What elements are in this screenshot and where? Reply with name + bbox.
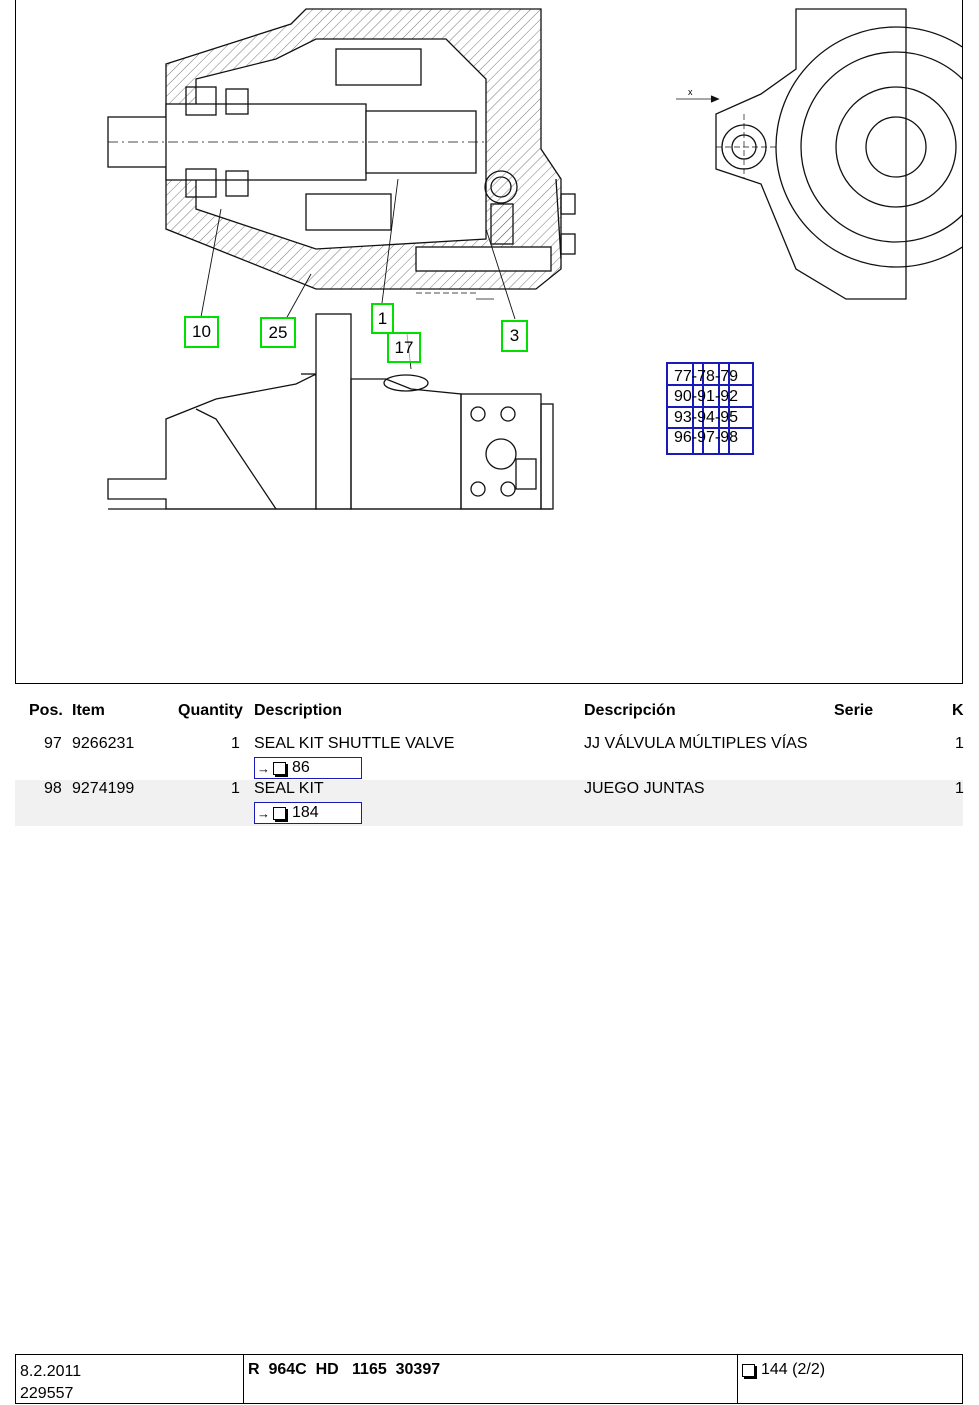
reference-grid[interactable]: 77-78-79 90-91-92 93-94-95 96-97-98 (666, 362, 754, 455)
row-pos: 98 (44, 780, 62, 797)
grid-row-3[interactable]: 93-94-95 (674, 409, 739, 426)
grid-row-4[interactable]: 96-97-98 (674, 429, 739, 446)
arrow-right-icon: → (257, 760, 270, 776)
exploded-view-drawing: x 10 25 1 17 3 77-78-79 90-91-92 93-94-9… (15, 0, 963, 684)
row-k: 1 (955, 780, 964, 797)
row-description: SEAL KIT (254, 780, 324, 797)
page-footer: 8.2.2011 229557 R 964C HD 1165 30397 144… (15, 1354, 963, 1404)
row-item: 9266231 (72, 735, 135, 752)
header-k: K (952, 702, 964, 719)
row-descripcion: JJ VÁLVULA MÚLTIPLES VÍAS (584, 735, 808, 752)
page-icon (273, 761, 286, 775)
footer-date: 8.2.2011 (20, 1363, 82, 1380)
header-serie: Serie (834, 702, 874, 719)
row-k: 1 (955, 735, 964, 752)
row-quantity: 1 (231, 780, 240, 797)
callout-25[interactable]: 25 (260, 317, 296, 348)
footer-date-block: 8.2.2011 229557 (16, 1355, 244, 1403)
callout-17[interactable]: 17 (387, 332, 421, 363)
table-row: 98 9274199 1 SEAL KIT JUEGO JUNTAS 1 → 1… (15, 780, 964, 826)
header-descripcion: Descripción (584, 702, 676, 719)
footer-doc-number: 229557 (20, 1385, 74, 1402)
page-icon (742, 1364, 755, 1377)
callout-10[interactable]: 10 (184, 316, 219, 348)
ref-page-number: 86 (292, 759, 310, 776)
footer-page: 144 (2/2) (761, 1361, 826, 1378)
row-descripcion: JUEGO JUNTAS (584, 780, 705, 797)
arrow-right-icon: → (257, 805, 270, 821)
row-description: SEAL KIT SHUTTLE VALVE (254, 735, 455, 752)
footer-model: R 964C HD 1165 30397 (244, 1355, 738, 1403)
x-axis-marker: x (688, 87, 693, 97)
header-description: Description (254, 702, 343, 719)
header-pos: Pos. (29, 702, 63, 719)
grid-row-2[interactable]: 90-91-92 (674, 388, 739, 405)
callout-3[interactable]: 3 (501, 320, 528, 352)
page-reference-link[interactable]: → 86 (254, 757, 362, 779)
page-icon (273, 806, 286, 820)
row-quantity: 1 (231, 735, 240, 752)
pump-cross-section-drawing: x (107, 8, 962, 510)
table-row: 97 9266231 1 SEAL KIT SHUTTLE VALVE JJ V… (15, 735, 964, 781)
grid-row-1[interactable]: 77-78-79 (674, 368, 739, 385)
row-pos: 97 (44, 735, 62, 752)
callout-1[interactable]: 1 (371, 303, 394, 334)
header-item: Item (72, 702, 105, 719)
row-item: 9274199 (72, 780, 135, 797)
footer-page-block: 144 (2/2) (738, 1355, 962, 1403)
page-reference-link[interactable]: → 184 (254, 802, 362, 824)
header-quantity: Quantity (178, 702, 243, 719)
ref-page-number: 184 (292, 804, 319, 821)
